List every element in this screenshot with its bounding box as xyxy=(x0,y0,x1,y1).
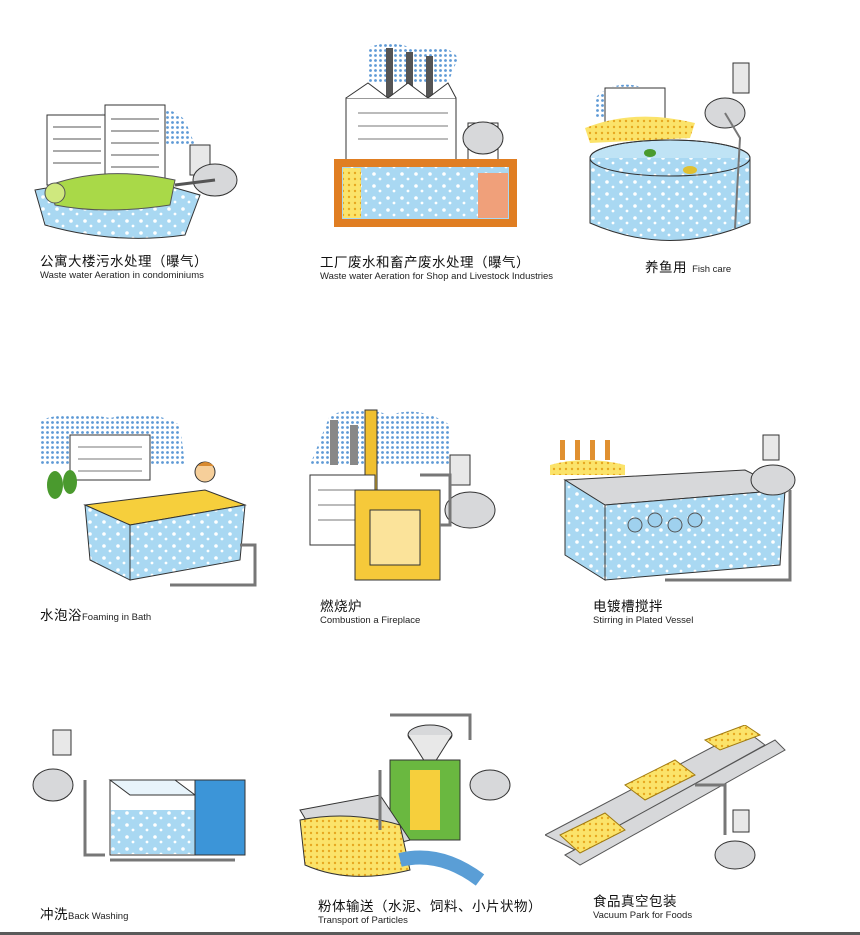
bottom-divider xyxy=(0,932,860,935)
item-zh-label: 公寓大楼污水处理（曝气） xyxy=(40,254,208,270)
factory-wastewater-aeration-icon xyxy=(334,43,517,227)
particle-transport-icon xyxy=(299,713,511,886)
item-zh-label: 水泡浴 xyxy=(40,608,82,624)
item-en-label: Combustion a Fireplace xyxy=(320,614,421,626)
foaming-bath-icon xyxy=(40,414,257,587)
item-en-label: Stirring in Plated Vessel xyxy=(593,614,694,626)
item-plating-vessel: 电镀槽搅拌 Stirring in Plated Vessel xyxy=(545,430,815,630)
item-particle-transport: 粉体输送（水泥、饲料、小片状物） Transport of Particles xyxy=(290,710,590,930)
back-washing-icon xyxy=(32,729,246,862)
item-factory: 工厂废水和畜产废水处理（曝气） Waste water Aeration for… xyxy=(300,38,600,288)
item-zh-label: 养鱼用 xyxy=(645,260,687,276)
item-back-washing: 冲洗Back Washing xyxy=(25,725,275,925)
combustion-fireplace-icon xyxy=(309,409,496,581)
condominium-wastewater-aeration-icon xyxy=(34,104,238,239)
item-combustion: 燃烧炉 Combustion a Fireplace xyxy=(300,405,540,630)
plating-vessel-stirring-icon xyxy=(550,434,796,582)
item-en-label: Waste water Aeration in condominiums xyxy=(40,269,204,281)
item-en-label: Fish care xyxy=(692,264,732,275)
item-zh-label: 粉体输送（水泥、饲料、小片状物） xyxy=(318,899,542,915)
item-en-label: Back Washing xyxy=(68,911,129,922)
item-zh-label: 电镀槽搅拌 xyxy=(593,599,663,615)
item-zh-label: 工厂废水和畜产废水处理（曝气） xyxy=(320,255,530,271)
fish-care-icon xyxy=(585,62,751,241)
item-en-label: Transport of Particles xyxy=(318,914,408,926)
item-zh-label: 食品真空包装 xyxy=(593,894,677,910)
item-vacuum-packing: 食品真空包装 Vacuum Park for Foods xyxy=(545,725,815,925)
vacuum-food-packing-icon xyxy=(545,725,786,870)
item-fish-care: 养鱼用 Fish care xyxy=(575,58,795,283)
item-condominium: 公寓大楼污水处理（曝气） Waste water Aeration in con… xyxy=(25,85,275,285)
item-zh-label: 冲洗 xyxy=(40,907,68,923)
item-foaming-bath: 水泡浴Foaming in Bath xyxy=(30,410,280,625)
item-zh-label: 燃烧炉 xyxy=(320,599,362,615)
item-en-label: Waste water Aeration for Shop and Livest… xyxy=(320,270,554,282)
item-en-label: Vacuum Park for Foods xyxy=(593,909,693,921)
item-en-label: Foaming in Bath xyxy=(82,612,152,623)
